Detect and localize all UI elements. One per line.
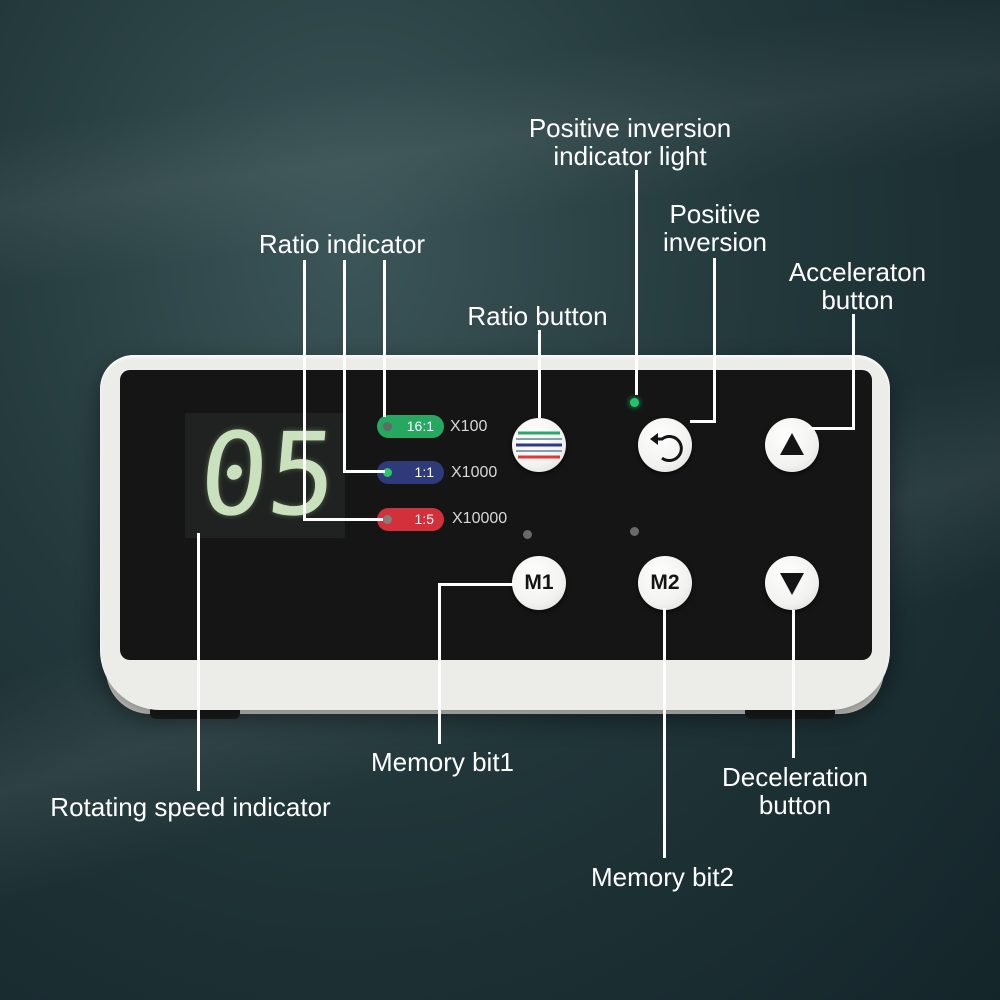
callout-line: [538, 330, 541, 418]
callout-line: [635, 170, 638, 395]
callout-text: Acceleraton: [788, 257, 927, 287]
memory-bit2-button[interactable]: M2: [638, 556, 692, 610]
ratio-led: [383, 515, 392, 524]
callout-text: inversion: [662, 227, 768, 257]
memory-bit1-led: [523, 530, 532, 539]
callout-text: button: [758, 790, 832, 820]
ratio-indicator-16-1: 16:1: [377, 415, 444, 438]
memory-bit1-button[interactable]: M1: [512, 556, 566, 610]
callout-line: [808, 427, 855, 430]
up-triangle-icon: [780, 433, 804, 455]
callout-line: [792, 610, 795, 758]
callout-ratio-indicator: Ratio indicator: [258, 229, 426, 259]
memory-bit2-led: [630, 527, 639, 536]
callout-deceleration-button: Deceleration button: [700, 763, 890, 819]
callout-text: button: [821, 285, 894, 315]
callout-acceleration-button: Acceleraton button: [760, 258, 955, 314]
callout-line: [438, 583, 514, 586]
ratio-label: 16:1: [406, 418, 434, 434]
callout-memory-bit2: Memory bit2: [590, 862, 735, 892]
rotating-speed-display: [185, 413, 345, 538]
callout-line: [852, 314, 855, 429]
ratio-multiplier: X1000: [451, 464, 498, 481]
callout-positive-inversion-indicator: Positive inversion indicator light: [470, 114, 790, 170]
striped-lines-icon: [516, 431, 562, 459]
callout-text: Positive inversion: [528, 113, 732, 143]
ratio-indicator-1-1: 1:1: [377, 461, 444, 484]
callout-line: [713, 258, 716, 423]
callout-rotating-speed-indicator: Rotating speed indicator: [50, 792, 331, 822]
callout-line: [197, 533, 200, 791]
device-foot: [745, 707, 835, 719]
callout-memory-bit1: Memory bit1: [370, 747, 515, 777]
callout-text: Deceleration: [722, 762, 868, 792]
positive-inversion-button[interactable]: [638, 418, 692, 472]
deceleration-button[interactable]: [765, 556, 819, 610]
positive-inversion-led: [630, 398, 639, 407]
ratio-led: [383, 468, 392, 477]
callout-line: [383, 260, 386, 417]
callout-line: [303, 518, 383, 521]
callout-line: [343, 260, 346, 473]
callout-positive-inversion: Positive inversion: [615, 200, 815, 256]
rotate-arrow-icon: [650, 433, 683, 462]
callout-ratio-button: Ratio button: [467, 301, 608, 331]
callout-line: [663, 608, 666, 858]
ratio-indicator-1-5: 1:5: [377, 508, 444, 531]
ratio-multiplier: X100: [450, 418, 488, 435]
ratio-button[interactable]: [512, 418, 566, 472]
callout-line: [303, 260, 306, 520]
callout-text: Positive: [669, 199, 761, 229]
ratio-label: 1:5: [414, 511, 434, 527]
ratio-led: [383, 422, 392, 431]
device-foot: [150, 707, 240, 719]
speed-digit: 0: [194, 408, 275, 541]
callout-text: indicator light: [553, 141, 707, 171]
callout-line: [343, 470, 385, 473]
callout-line: [438, 584, 441, 744]
callout-line: [690, 420, 716, 423]
down-triangle-icon: [780, 573, 804, 595]
ratio-multiplier: X10000: [452, 510, 508, 527]
speed-digit: 5: [262, 408, 343, 541]
ratio-label: 1:1: [414, 464, 434, 480]
